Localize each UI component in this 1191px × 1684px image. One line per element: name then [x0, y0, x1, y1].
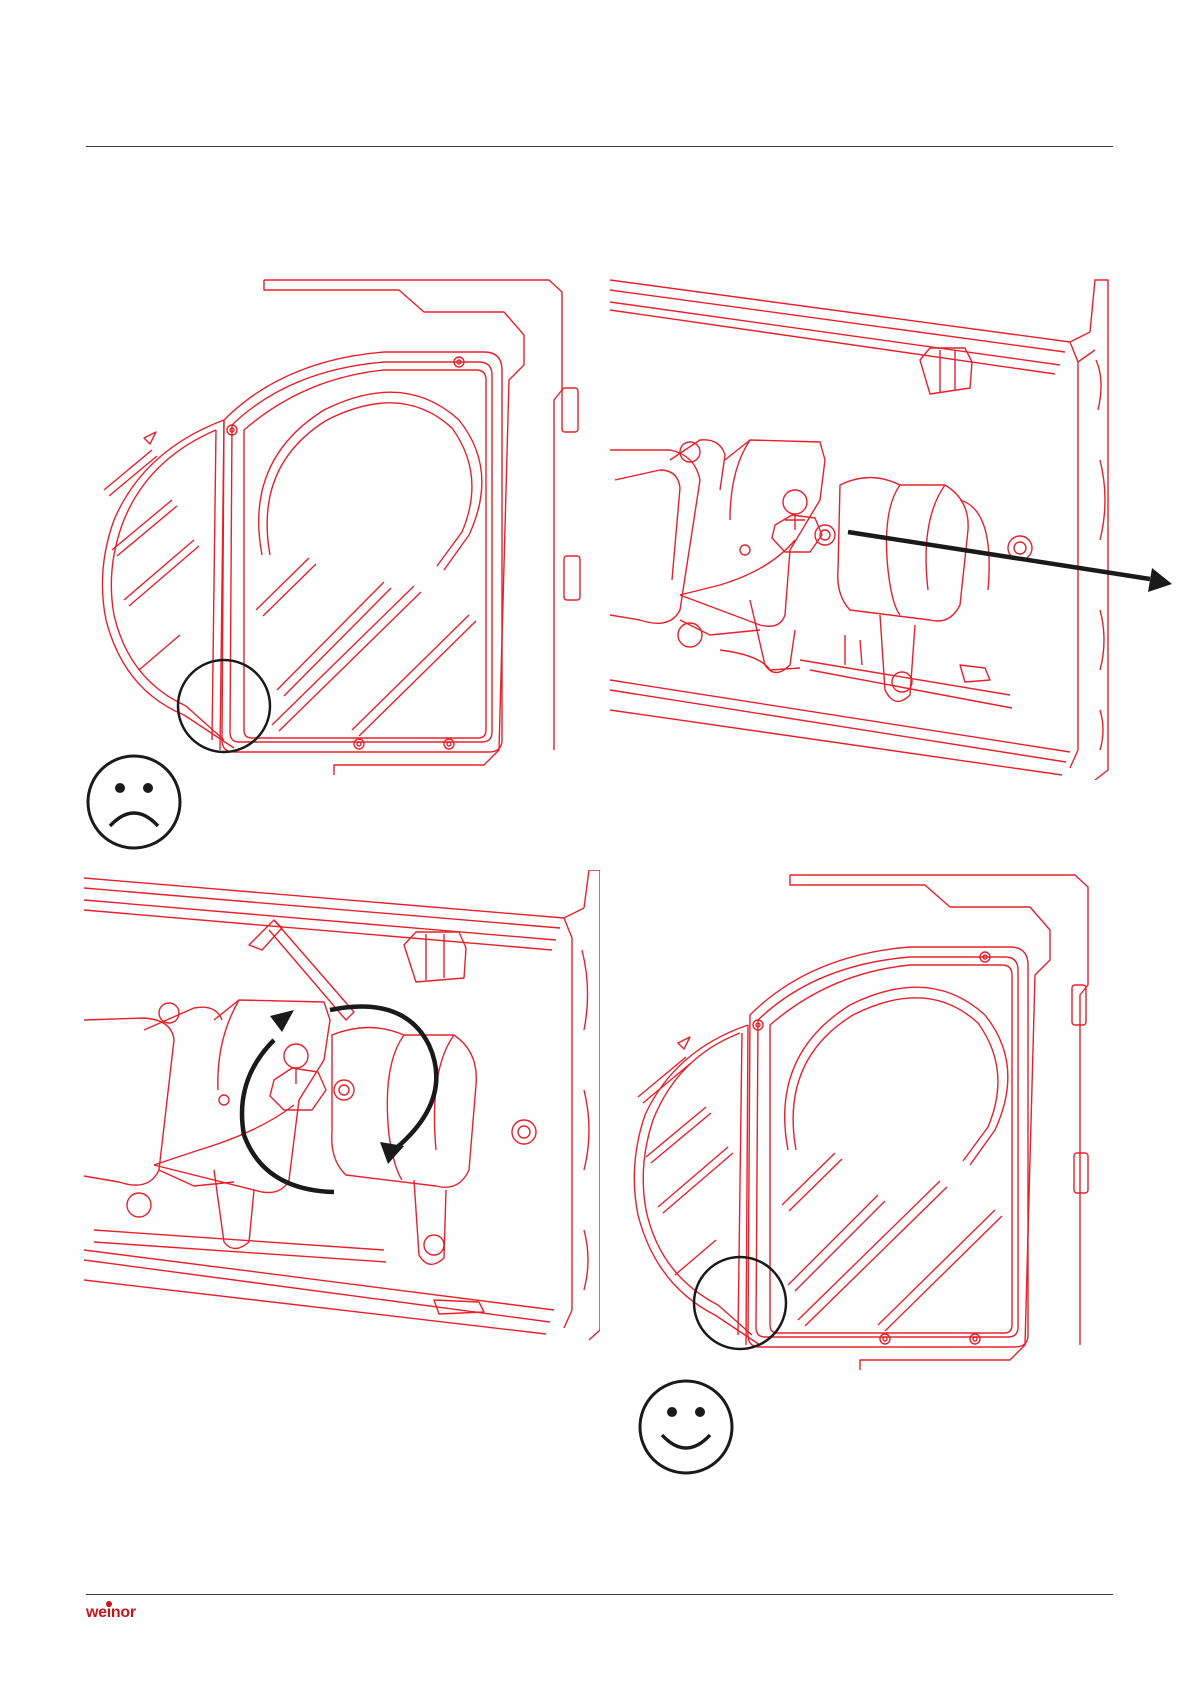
highlight-circle	[178, 660, 270, 752]
mechanism-drawing-2	[84, 870, 600, 1370]
sad-face-icon	[88, 756, 180, 848]
figure-correct-position	[620, 865, 1090, 1485]
header-rule	[86, 146, 1113, 147]
highlight-circle	[694, 1257, 786, 1349]
happy-face-icon	[640, 1381, 732, 1473]
mechanism-drawing-1	[600, 270, 1180, 780]
footer-rule	[86, 1594, 1113, 1595]
end-cap-drawing-correct	[620, 865, 1090, 1485]
logo-text: weinor	[86, 1605, 136, 1621]
end-cap-drawing	[84, 270, 584, 860]
figure-rotate-with-hex-key	[84, 870, 600, 1370]
weinor-logo: weinor	[86, 1601, 146, 1623]
figure-pull-out	[600, 270, 1180, 780]
figure-wrong-position	[84, 270, 584, 860]
